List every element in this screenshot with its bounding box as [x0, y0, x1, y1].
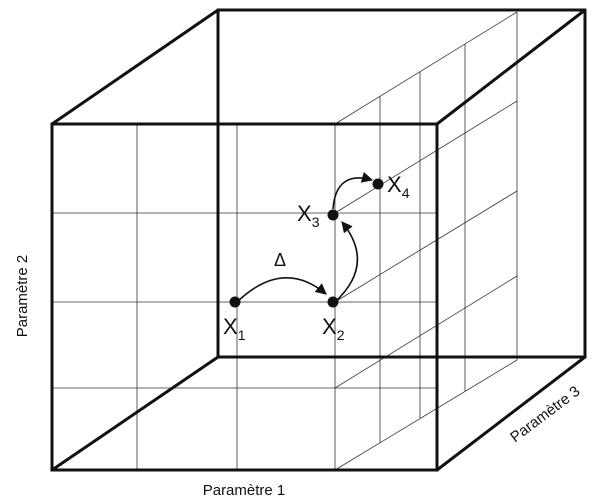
- step-delta-label: Δ: [274, 250, 286, 270]
- point-x4: [372, 178, 384, 190]
- point-label-x4: X4: [387, 172, 410, 201]
- point-label-x3: X3: [297, 201, 320, 230]
- sample-points: [229, 178, 384, 308]
- axis-label-parametre-3: Paramètre 3: [507, 383, 583, 446]
- arrow-x1-x2: [236, 277, 327, 303]
- point-x3: [327, 209, 339, 221]
- trajectory-arrows: [236, 171, 374, 303]
- point-label-x2: X2: [322, 314, 345, 343]
- cube-back-face: [216, 8, 587, 359]
- axis-label-parametre-1: Paramètre 1: [203, 482, 286, 499]
- cube-depth-edges: [50, 8, 587, 472]
- point-x1: [229, 296, 241, 308]
- arrow-x2-x3: [334, 221, 359, 303]
- depth-plane-grid: [334, 11, 518, 471]
- point-x2: [327, 296, 339, 308]
- cube-front-face: [50, 122, 439, 472]
- front-face-grid: [52, 124, 437, 470]
- arrow-x3-x4: [332, 171, 374, 210]
- axis-label-parametre-2: Paramètre 2: [14, 255, 31, 338]
- point-label-x1: X1: [223, 314, 246, 343]
